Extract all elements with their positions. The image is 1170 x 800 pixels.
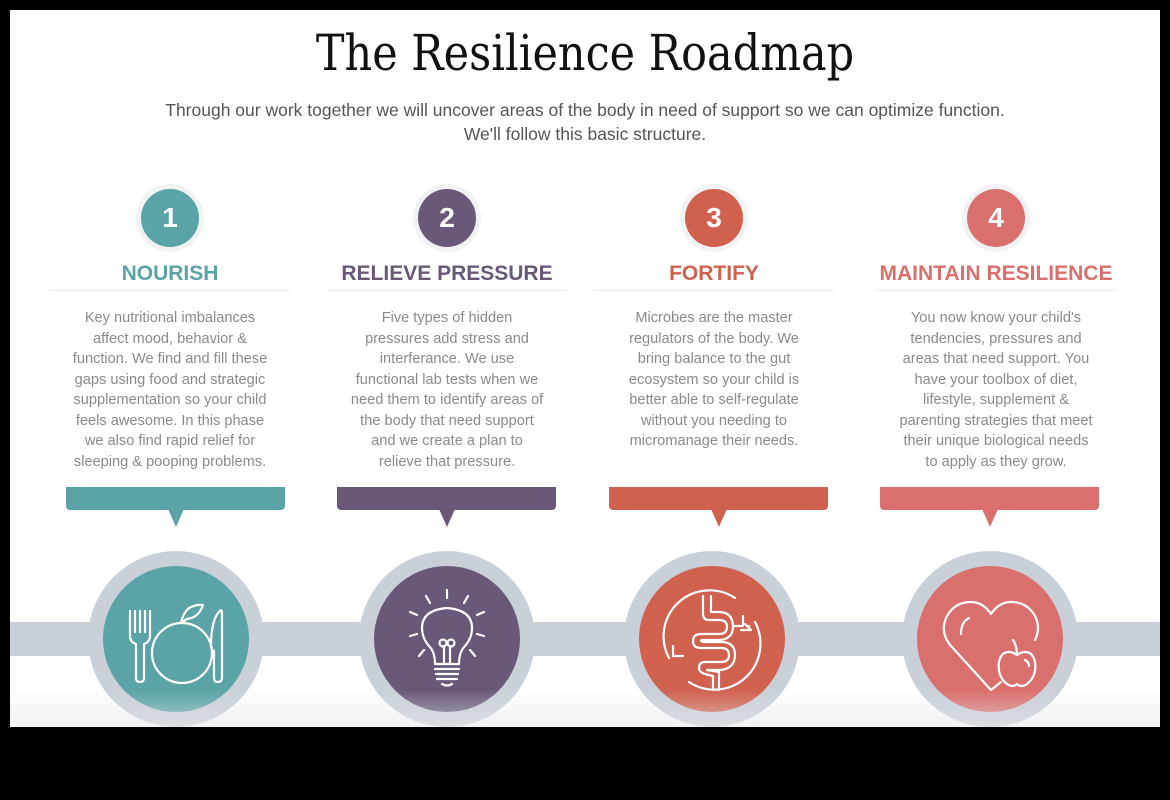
- callout-tip: [981, 509, 998, 527]
- desc-line: Key nutritional imbalances: [84, 310, 256, 326]
- divider: [876, 290, 1116, 291]
- step-title: NOURISH: [121, 262, 219, 285]
- desc-line: relieve that pressure.: [378, 453, 516, 470]
- desc-line: need them to identify areas of: [350, 392, 544, 408]
- desc-line: Five types of hidden: [381, 310, 513, 326]
- desc-line: we also find rapid relief for: [84, 433, 256, 449]
- step-description: Microbes are the master regulators of th…: [584, 308, 844, 452]
- desc-line: without you needing to: [640, 412, 788, 429]
- step-title: FORTIFY: [669, 262, 759, 285]
- step-number: 3: [685, 189, 743, 247]
- step-number: 4: [967, 189, 1025, 247]
- desc-line: ecosystem so your child is: [628, 371, 800, 388]
- desc-line: and we create a plan to: [371, 433, 523, 449]
- step-badge: 2: [413, 184, 481, 252]
- desc-line: gaps using food and strategic: [74, 371, 266, 388]
- step-number: 2: [418, 189, 476, 247]
- infographic-canvas: The Resilience Roadmap Through our work …: [10, 10, 1160, 727]
- desc-line: the body that need support: [360, 412, 534, 429]
- step-badge: 4: [962, 184, 1030, 252]
- icon-ring-fortify: [624, 551, 800, 727]
- callout-tip: [167, 509, 184, 527]
- desc-line: their unique biological needs: [903, 433, 1089, 449]
- desc-line: tendencies, pressures and: [910, 330, 1082, 347]
- plate-fork-knife-icon: [103, 566, 249, 712]
- step-badge: 3: [680, 184, 748, 252]
- divider: [327, 290, 567, 291]
- desc-line: Microbes are the master: [635, 310, 793, 326]
- subtitle-line: Through our work together we will uncove…: [165, 100, 1005, 120]
- callout-tip: [710, 509, 727, 527]
- desc-line: areas that need support. You: [902, 351, 1090, 367]
- desc-line: feels awesome. In this phase: [75, 412, 265, 429]
- icon-ring-relieve-pressure: [359, 551, 535, 727]
- desc-line: bring balance to the gut: [637, 351, 791, 367]
- desc-line: supplementation so your child: [73, 392, 267, 408]
- step-description: You now know your child's tendencies, pr…: [866, 308, 1126, 472]
- step-title: MAINTAIN RESILIENCE: [879, 262, 1113, 285]
- desc-line: lifestyle, supplement &: [922, 392, 1069, 408]
- step-title: RELIEVE PRESSURE: [341, 262, 553, 285]
- callout-pointer-fortify: [609, 487, 828, 527]
- desc-line: better able to self-regulate: [629, 392, 799, 408]
- desc-line: affect mood, behavior &: [93, 330, 247, 347]
- desc-line: have your toolbox of diet,: [914, 371, 1078, 388]
- step-description: Five types of hidden pressures add stres…: [317, 308, 577, 472]
- subtitle-line: We'll follow this basic structure.: [463, 124, 707, 144]
- callout-pointer-maintain-resilience: [880, 487, 1099, 527]
- desc-line: functional lab tests when we: [355, 371, 539, 388]
- divider: [50, 290, 290, 291]
- desc-line: parenting strategies that meet: [899, 412, 1093, 429]
- step-number: 1: [141, 189, 199, 247]
- desc-line: micromanage their needs.: [629, 433, 799, 449]
- desc-line: interferance. We use: [379, 351, 515, 367]
- heart-apple-icon: [917, 566, 1063, 712]
- step-description: Key nutritional imbalances affect mood, …: [40, 308, 300, 472]
- page-subtitle: Through our work together we will uncove…: [10, 98, 1160, 146]
- icon-ring-maintain-resilience: [902, 551, 1078, 727]
- icon-ring-nourish: [88, 551, 264, 727]
- gut-cycle-icon: [639, 566, 785, 712]
- page-title: The Resilience Roadmap: [315, 24, 855, 82]
- desc-line: sleeping & pooping problems.: [73, 453, 267, 470]
- step-badge: 1: [136, 184, 204, 252]
- divider: [594, 290, 834, 291]
- desc-line: pressures add stress and: [365, 330, 529, 347]
- desc-line: to apply as they grow.: [925, 453, 1067, 470]
- callout-tip: [438, 509, 455, 527]
- desc-line: function. We find and fill these: [72, 351, 268, 367]
- callout-pointer-relieve-pressure: [337, 487, 556, 527]
- callout-pointer-nourish: [66, 487, 285, 527]
- desc-line: You now know your child's: [910, 310, 1082, 326]
- desc-line: regulators of the body. We: [629, 330, 799, 347]
- lightbulb-icon: [374, 566, 520, 712]
